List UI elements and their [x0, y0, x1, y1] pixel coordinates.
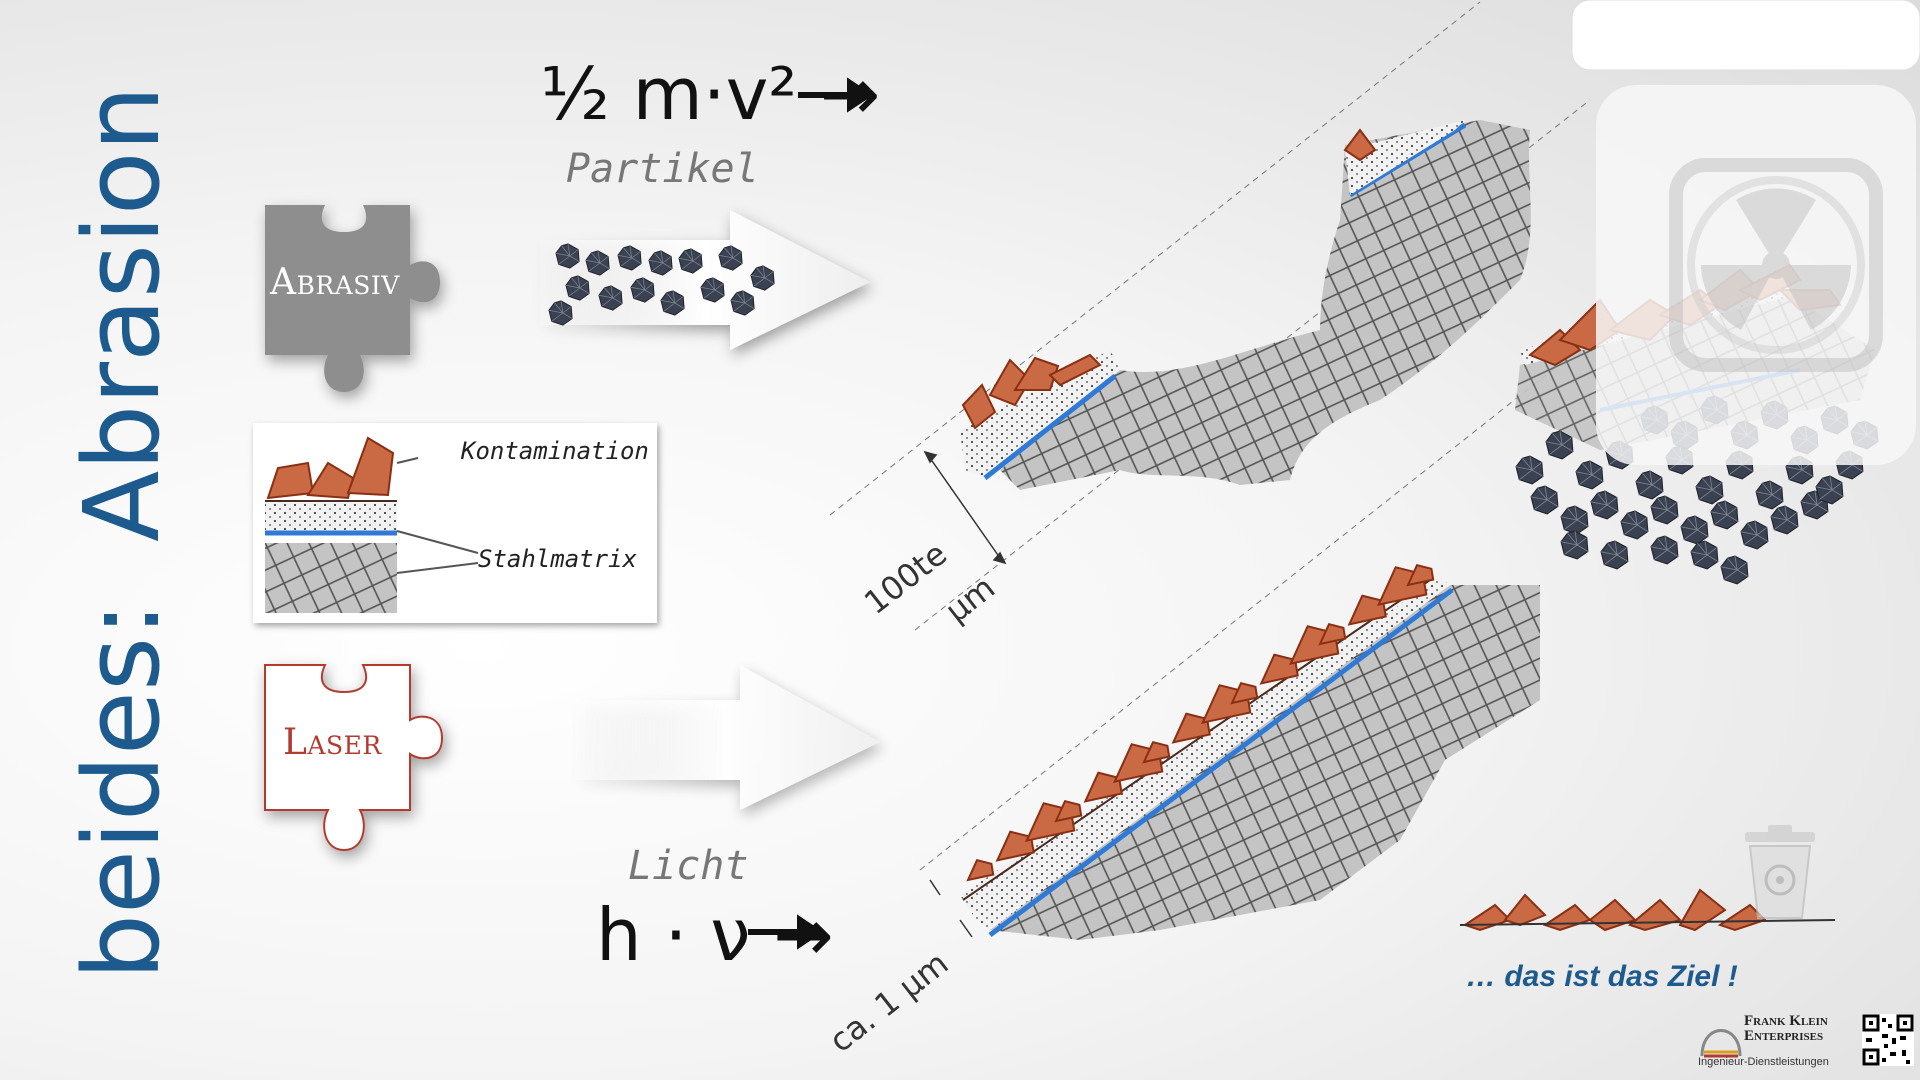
particle — [1650, 535, 1679, 565]
logo-line-1: Frank Klein — [1744, 1013, 1828, 1029]
puzzle-piece-icon — [265, 205, 440, 392]
particle — [1770, 505, 1799, 535]
company-logo: Frank Klein Enterprises Ingenieur-Dienst… — [1692, 1010, 1918, 1078]
arrow-icon — [798, 77, 874, 113]
legend-contamination: Kontamination — [461, 437, 649, 465]
particle — [1590, 490, 1619, 520]
logo-mark-icon — [1700, 1029, 1742, 1058]
photon-text: h · ν → — [596, 893, 834, 977]
particle — [1650, 495, 1679, 525]
legend-illustration — [265, 436, 479, 613]
particle — [1720, 555, 1749, 585]
contamination-crystal — [966, 859, 995, 882]
particle — [1560, 530, 1589, 560]
particle — [1515, 455, 1544, 485]
particle-label: Partikel — [566, 146, 759, 192]
depth-marker-bottom — [929, 879, 973, 938]
particle — [1560, 505, 1589, 535]
particle — [1620, 510, 1649, 540]
trash-bin-icon — [1745, 825, 1815, 919]
legend-box: Kontamination Stahlmatrix — [253, 423, 657, 623]
laser-sample — [960, 564, 1540, 940]
arrow-icon — [748, 914, 824, 950]
photon-energy-formula: h · ν → — [596, 893, 834, 977]
contamination-crystal — [1230, 682, 1259, 705]
contamination-crystal — [1318, 623, 1347, 646]
depth-marker-top — [923, 450, 1007, 565]
particle-arrow — [540, 210, 870, 350]
contamination-crystal — [1054, 800, 1083, 823]
logo-tagline: Ingenieur-Dienstleistungen — [1698, 1056, 1829, 1068]
card-background — [1571, 0, 1920, 465]
logo-line-2: Enterprises — [1744, 1028, 1824, 1044]
particle — [1815, 475, 1844, 505]
puzzle-piece-icon — [264, 664, 444, 852]
particle — [1600, 540, 1629, 570]
abrasive-sample — [960, 120, 1531, 490]
contamination-crystal — [1406, 564, 1435, 587]
abrasive-piece-label: Abrasiv — [270, 262, 400, 303]
particle — [1755, 480, 1784, 510]
goal-text: … das ist das Ziel ! — [1466, 960, 1738, 993]
particle — [1710, 500, 1739, 530]
particle — [1635, 470, 1664, 500]
debris — [1459, 888, 1836, 932]
particle — [1740, 520, 1769, 550]
laser-piece-label: Laser — [283, 722, 382, 763]
kinetic-text: ½ m·v² → — [540, 52, 881, 136]
particle — [1575, 460, 1604, 490]
light-label: Licht — [628, 843, 749, 889]
particle — [1695, 475, 1724, 505]
qr-code-icon — [1862, 1014, 1914, 1066]
legend-steel-matrix: Stahlmatrix — [478, 545, 637, 573]
kinetic-energy-formula: ½ m·v² → — [540, 52, 880, 136]
particle — [1530, 485, 1559, 515]
light-arrow — [575, 665, 880, 810]
logo-name: Frank Klein Enterprises — [1744, 1014, 1828, 1044]
contamination-crystal — [1142, 741, 1171, 764]
particle — [1690, 540, 1719, 570]
particle — [1680, 515, 1709, 545]
radiation-icon — [1669, 158, 1883, 372]
